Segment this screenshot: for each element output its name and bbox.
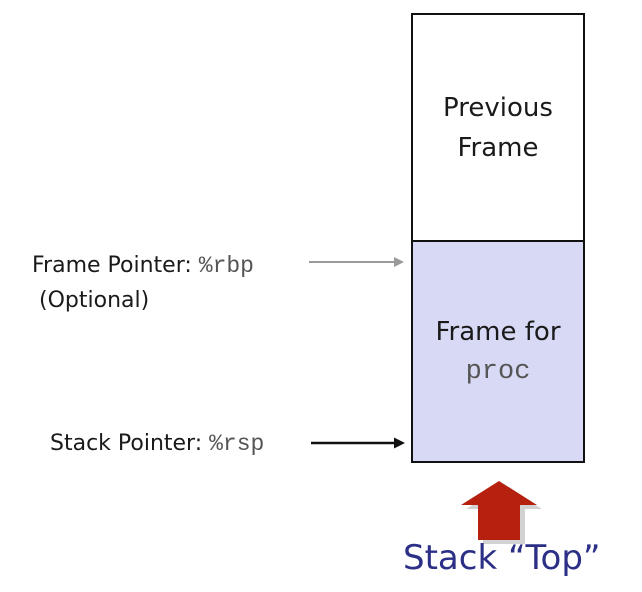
- stack-pointer-label: Stack Pointer: %rsp: [50, 430, 264, 458]
- frame-pointer-text: Frame Pointer:: [32, 253, 199, 278]
- previous-frame-label-line1: Previous: [443, 92, 553, 123]
- frame-pointer-label: Frame Pointer: %rbp: [32, 252, 254, 280]
- stack-pointer-arrow: [311, 437, 405, 449]
- previous-frame-box: Previous Frame: [413, 15, 583, 240]
- previous-frame-label-line2: Frame: [457, 132, 539, 163]
- stack-top-label: Stack “Top”: [403, 538, 601, 578]
- proc-frame-box: Frame for proc: [413, 240, 583, 461]
- frame-pointer-note: (Optional): [39, 288, 150, 313]
- stack-pointer-text: Stack Pointer:: [50, 431, 210, 456]
- frame-pointer-arrow: [309, 257, 404, 267]
- stack-top-arrow-icon: [461, 481, 542, 544]
- stack-diagram: Previous Frame Frame for proc: [411, 13, 585, 463]
- stack-pointer-register: %rsp: [209, 431, 265, 457]
- frame-pointer-register: %rbp: [198, 253, 254, 279]
- proc-frame-label-line1: Frame for: [435, 316, 561, 347]
- proc-frame-label-line2: proc: [465, 356, 531, 387]
